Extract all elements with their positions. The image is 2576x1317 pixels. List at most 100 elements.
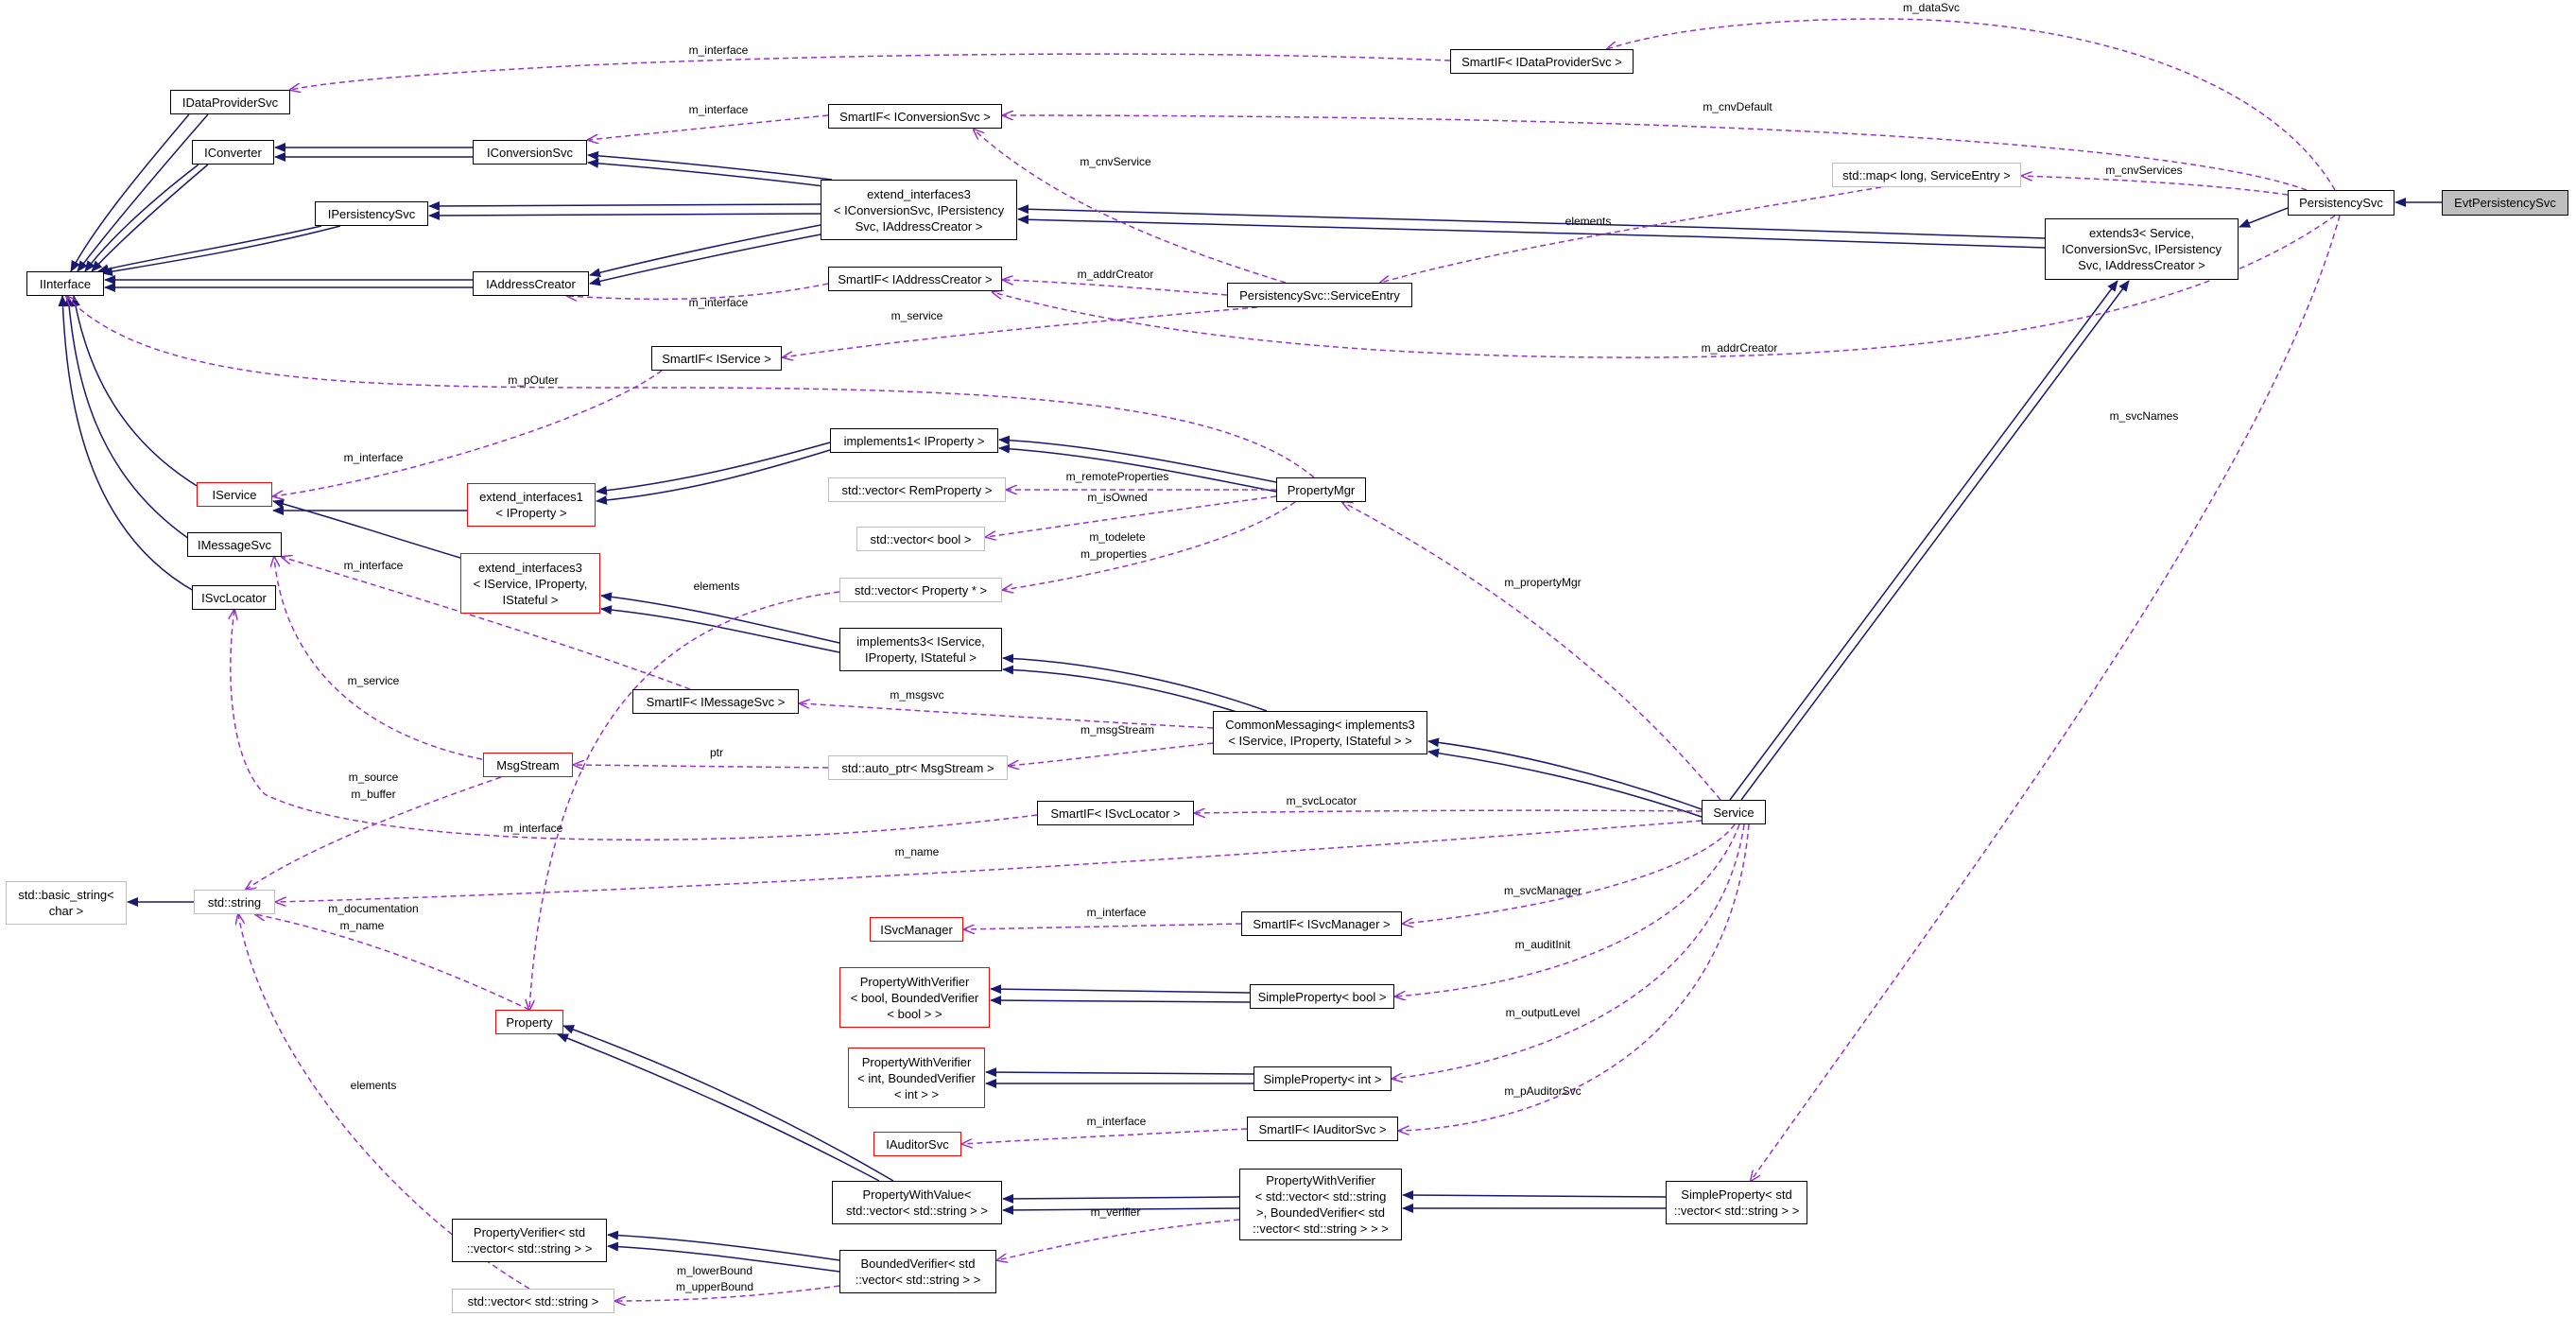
use-m-msgsvc — [800, 703, 1214, 729]
node-isvcmanager[interactable]: ISvcManager — [870, 917, 963, 942]
node-property[interactable]: Property — [495, 1010, 563, 1034]
node-extend-interfaces3-service[interactable]: extend_interfaces3 < IService, IProperty… — [460, 553, 600, 614]
use-m-pauditorsvc — [1399, 823, 1750, 1131]
node-pwv-int[interactable]: PropertyWithVerifier < int, BoundedVerif… — [848, 1048, 985, 1108]
node-implements1[interactable]: implements1< IProperty > — [830, 428, 998, 453]
node-extend-interfaces1[interactable]: extend_interfaces1 < IProperty > — [467, 483, 596, 527]
use-m-outputlevel — [1392, 823, 1745, 1079]
node-extends3[interactable]: extends3< Service, IConversionSvc, IPers… — [2045, 218, 2239, 280]
inherit-pwvalue-to-property-1 — [557, 1033, 880, 1182]
inherit-pwv-bool-simple-1 — [990, 984, 1251, 995]
use-m-propertymgr — [1342, 502, 1721, 801]
node-msgstream[interactable]: MsgStream — [483, 753, 573, 777]
node-vector-string[interactable]: std::vector< std::string > — [452, 1289, 614, 1313]
node-vector-property-ptr[interactable]: std::vector< Property * > — [839, 578, 1002, 602]
edge-label-m-cnvdefault: m_cnvDefault — [1703, 100, 1772, 113]
node-simple-property-bool[interactable]: SimpleProperty< bool > — [1250, 984, 1394, 1009]
use-m-svcnames — [1751, 215, 2341, 1181]
node-common-messaging[interactable]: CommonMessaging< implements3 < IService,… — [1213, 711, 1427, 754]
node-iinterface[interactable]: IInterface — [26, 271, 104, 296]
node-smartif-service[interactable]: SmartIF< IService > — [651, 346, 782, 371]
node-smartif-svclocator[interactable]: SmartIF< ISvcLocator > — [1037, 801, 1194, 825]
node-imessagesvc[interactable]: IMessageSvc — [187, 532, 282, 557]
node-auto-ptr-msgstream[interactable]: std::auto_ptr< MsgStream > — [828, 755, 1008, 780]
edge-label-m-msgstream: m_msgStream — [1081, 723, 1154, 736]
inherit-common-messaging-to-implements3-2 — [1002, 665, 1258, 719]
node-iconversionsvc[interactable]: IConversionSvc — [473, 140, 587, 165]
node-iauditorsvc[interactable]: IAuditorSvc — [873, 1132, 961, 1156]
use-elements-string — [238, 914, 530, 1290]
node-simple-property-vector-string[interactable]: SimpleProperty< std ::vector< std::strin… — [1666, 1181, 1807, 1224]
node-ipersistencysvc[interactable]: IPersistencySvc — [315, 201, 428, 226]
edge-label-m-pouter: m_pOuter — [508, 373, 558, 387]
use-m-source — [246, 776, 502, 890]
inherit-extend-interfaces3-conv-to-ipersistencysvc-1 — [428, 200, 821, 211]
inherit-extends3-to-extend-interfaces3-1 — [1017, 204, 2046, 239]
node-pwv-bool[interactable]: PropertyWithVerifier < bool, BoundedVeri… — [839, 967, 990, 1028]
inherit-simple-vector-to-pwv-1 — [1402, 1190, 1667, 1201]
node-service[interactable]: Service — [1702, 800, 1766, 824]
use-m-addrcreator-psvc — [993, 215, 2336, 358]
use-m-cnvservice — [974, 130, 1287, 284]
use-m-interface-msg — [282, 557, 691, 690]
inherit-service-to-extends3-1 — [1729, 280, 2118, 801]
edge-label-m-source: m_source — [349, 771, 399, 784]
edge-label-m-outputlevel: m_outputLevel — [1506, 1006, 1581, 1019]
edge-label-m-isowned: m_isOwned — [1087, 491, 1147, 504]
node-idataprovidersvc[interactable]: IDataProviderSvc — [170, 90, 290, 114]
edge-label-m-name-service: m_name — [895, 845, 940, 858]
node-iservice[interactable]: IService — [197, 482, 272, 507]
node-smartif-messagesvc[interactable]: SmartIF< IMessageSvc > — [632, 689, 799, 714]
edge-label-m-name-property: m_name — [340, 919, 385, 932]
node-iaddresscreator[interactable]: IAddressCreator — [473, 271, 589, 296]
node-property-verifier[interactable]: PropertyVerifier< std ::vector< std::str… — [452, 1219, 607, 1262]
edge-label-m-interface-svcmanager: m_interface — [1087, 906, 1147, 919]
inherit-service-to-common-messaging-1 — [1427, 737, 1703, 810]
inherit-ipersistencysvc-to-iinterface-1 — [97, 225, 322, 274]
node-implements3[interactable]: implements3< IService, IProperty, IState… — [839, 628, 1002, 671]
node-std-string[interactable]: std::string — [194, 890, 275, 914]
use-m-interface-conv — [588, 114, 829, 140]
edge-label-m-upperbound: m_upperBound — [676, 1280, 753, 1293]
node-extend-interfaces3-conv[interactable]: extend_interfaces3 < IConversionSvc, IPe… — [821, 180, 1017, 240]
inherit-bounded-verifier-to-property-verifier-1 — [607, 1230, 840, 1261]
node-persistency-svc[interactable]: PersistencySvc — [2288, 190, 2394, 216]
inherit-implements3-to-extend-interfaces3-2 — [600, 605, 840, 653]
node-evt-persistency-svc[interactable]: EvtPersistencySvc — [2442, 190, 2568, 216]
node-simple-property-int[interactable]: SimpleProperty< int > — [1253, 1066, 1392, 1091]
use-m-svclocator — [1195, 810, 1703, 813]
node-basic-string[interactable]: std::basic_string< char > — [6, 881, 127, 925]
edge-label-elements-property: elements — [694, 580, 740, 593]
node-bounded-verifier[interactable]: BoundedVerifier< std ::vector< std::stri… — [839, 1250, 996, 1293]
node-smartif-svcmanager[interactable]: SmartIF< ISvcManager > — [1241, 911, 1402, 936]
edge-label-m-interface-msg: m_interface — [344, 559, 404, 572]
edge-label-m-svcnames: m_svcNames — [2110, 409, 2179, 423]
use-m-service-msg — [274, 557, 493, 762]
node-vector-bool[interactable]: std::vector< bool > — [856, 527, 985, 551]
inherit-service-to-common-messaging-2 — [1427, 748, 1703, 818]
edge-label-m-interface-conv: m_interface — [689, 103, 749, 116]
inherit-implements1-to-extend-interfaces1-2 — [596, 449, 831, 505]
node-service-entry[interactable]: PersistencySvc::ServiceEntry — [1227, 283, 1412, 307]
use-m-svcmanager — [1403, 823, 1736, 924]
inherit-ipersistencysvc-to-iinterface-2 — [101, 225, 341, 277]
use-ptr — [574, 765, 829, 768]
node-smartif-dataprovider[interactable]: SmartIF< IDataProviderSvc > — [1450, 49, 1634, 74]
node-smartif-addresscreator[interactable]: SmartIF< IAddressCreator > — [828, 267, 1002, 291]
inherit-pwv-vector-to-pwvalue-2 — [1002, 1204, 1240, 1215]
node-isvclocator[interactable]: ISvcLocator — [192, 585, 276, 610]
node-smartif-auditorsvc[interactable]: SmartIF< IAuditorSvc > — [1247, 1117, 1398, 1141]
edge-label-elements-string: elements — [351, 1079, 397, 1092]
edge-label-m-interface-locator: m_interface — [504, 822, 563, 835]
node-smartif-conversion[interactable]: SmartIF< IConversionSvc > — [828, 104, 1002, 129]
use-m-msgstream — [1009, 742, 1214, 766]
use-elements-property — [529, 591, 840, 1010]
edge-label-m-service-entry: m_service — [891, 309, 943, 322]
node-std-map[interactable]: std::map< long, ServiceEntry > — [1832, 163, 2021, 187]
node-iconverter[interactable]: IConverter — [192, 140, 274, 165]
node-property-mgr[interactable]: PropertyMgr — [1276, 477, 1366, 502]
node-pwv-vector-string[interactable]: PropertyWithVerifier < std::vector< std:… — [1239, 1169, 1402, 1240]
node-pwvalue-vector-string[interactable]: PropertyWithValue< std::vector< std::str… — [832, 1181, 1002, 1224]
node-vector-remprop[interactable]: std::vector< RemProperty > — [828, 477, 1006, 502]
